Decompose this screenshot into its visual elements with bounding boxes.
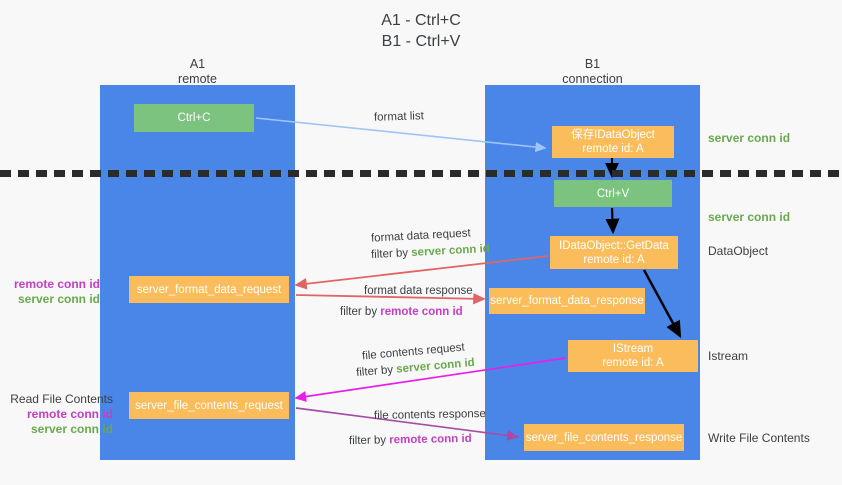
label-server-conn-id-mid: server conn id: [708, 210, 791, 224]
filter-prefix-4: filter by: [348, 434, 390, 448]
node-server-file-contents-response[interactable]: server_file_contents_response: [524, 424, 684, 451]
node-ctrl-c[interactable]: Ctrl+C: [134, 104, 254, 132]
node-istream[interactable]: IStream remote id: A: [568, 340, 698, 372]
lane-header-a1: A1 remote: [100, 57, 295, 86]
filter-value-2: remote conn id: [380, 306, 463, 318]
node-ctrl-v-label: Ctrl+V: [596, 187, 630, 200]
edge-label-format-list: format list: [373, 110, 425, 124]
node-server-file-contents-response-label: server_file_contents_response: [525, 431, 683, 444]
label-write-file-contents: Write File Contents: [708, 431, 810, 445]
node-getdata-line1: IDataObject::GetData: [559, 239, 669, 252]
divider-dashed-line: [0, 170, 842, 177]
label-server-conn-id-lower: server conn id: [30, 422, 113, 436]
filter-prefix-1: filter by: [370, 247, 412, 262]
page-title: A1 - Ctrl+C B1 - Ctrl+V: [0, 10, 842, 52]
edge-label-file-contents-response-filter: filter by remote conn id: [349, 432, 472, 449]
node-ctrl-c-label: Ctrl+C: [177, 112, 211, 124]
label-read-file-contents-group: Read File Contents remote conn id server…: [8, 392, 113, 437]
edge-label-format-data-response-filter: filter by remote conn id: [340, 305, 463, 320]
title-line-1: A1 - Ctrl+C: [381, 12, 461, 29]
edge-label-file-contents-response: file contents response: [373, 408, 486, 422]
label-remote-conn-id-lower: remote conn id: [26, 407, 113, 421]
lane-b1-name: B1: [584, 57, 601, 71]
node-server-file-contents-request[interactable]: server_file_contents_request: [129, 392, 289, 419]
edge-label-format-data-response: format data response: [364, 285, 473, 297]
node-server-format-data-response-label: server_format_data_response: [490, 295, 644, 307]
node-server-format-data-request-label: server_format_data_request: [136, 283, 282, 296]
node-idataobject-getdata[interactable]: IDataObject::GetData remote id: A: [550, 236, 678, 269]
label-conn-ids-upper: remote conn id server conn id: [8, 277, 100, 307]
node-server-format-data-response[interactable]: server_format_data_response: [489, 288, 645, 314]
label-server-conn-id-top: server conn id: [708, 131, 791, 145]
node-save-idataobject-line2: remote id: A: [582, 143, 644, 155]
node-getdata-line2: remote id: A: [583, 253, 645, 266]
filter-prefix-2: filter by: [340, 306, 381, 318]
lane-header-b1: B1 connection: [485, 57, 700, 86]
node-ctrl-v[interactable]: Ctrl+V: [554, 180, 672, 207]
label-server-conn-id-upper: server conn id: [17, 292, 100, 306]
node-istream-line1: IStream: [612, 343, 654, 355]
lane-a1-subtitle: remote: [178, 71, 217, 86]
node-save-idataobject[interactable]: 保存IDataObject remote id: A: [552, 126, 674, 158]
node-server-file-contents-request-label: server_file_contents_request: [135, 399, 283, 412]
node-istream-line2: remote id: A: [602, 357, 664, 369]
label-istream: Istream: [708, 349, 749, 363]
filter-prefix-3: filter by: [355, 363, 397, 380]
label-remote-conn-id-upper: remote conn id: [13, 277, 100, 291]
label-dataobject: DataObject: [708, 244, 769, 258]
lane-a1-name: A1: [189, 57, 206, 71]
filter-value-4: remote conn id: [389, 432, 472, 447]
label-read-file-contents: Read File Contents: [10, 392, 113, 406]
filter-value-1: server conn id: [410, 242, 491, 259]
node-server-format-data-request[interactable]: server_format_data_request: [129, 276, 289, 303]
title-line-2: B1 - Ctrl+V: [381, 33, 461, 50]
node-save-idataobject-line1: 保存IDataObject: [571, 129, 655, 141]
lane-b1-subtitle: connection: [562, 71, 623, 86]
